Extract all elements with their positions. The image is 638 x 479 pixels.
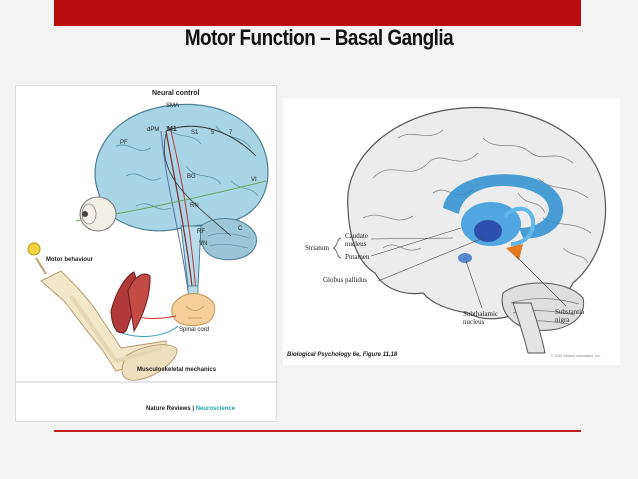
musculoskeletal-label: Musculoskeletal mechanics [137, 367, 217, 373]
neural-control-label: Neural control [152, 90, 200, 97]
basal-ganglia-illustration [332, 106, 607, 354]
neural-control-illustration [16, 103, 278, 383]
region-label-pf: PF [120, 140, 128, 146]
motor-behaviour-label: Motor behaviour [46, 257, 94, 263]
substantia-nigra-label-line1: Substantia [555, 308, 585, 316]
region-label-rn: RN [190, 203, 199, 209]
region-label-sma: SMA [166, 103, 180, 109]
putamen-label: Putamen [345, 253, 370, 261]
figure-caption: Biological Psychology 6e, Figure 11.18 [287, 352, 398, 358]
substantia-nigra-label-line2: nigra [555, 316, 570, 324]
globus-pallidus-label: Globus pallidus [323, 276, 368, 284]
credit-separator: | [190, 406, 196, 412]
basal-ganglia-figure: Caudate nucleus Striatum Putamen Globus … [283, 98, 620, 365]
neural-control-figure: Neural control SMA dPM M1 S1 5 7 PF BG R… [15, 85, 278, 422]
subthalamic-label-line2: nucleus [463, 318, 485, 326]
caudate-label-line1: Caudate [345, 232, 368, 240]
subthalamic-label-line1: Subthalamic [463, 310, 498, 318]
top-accent-bar [54, 0, 581, 26]
region-label-vi: VI [251, 177, 257, 183]
region-label-bg: BG [187, 174, 196, 180]
region-label-dpm: dPM [147, 127, 160, 133]
region-label-rf: RF [197, 229, 205, 235]
journal-credit: Nature Reviews | Neuroscience [146, 406, 235, 412]
journal-name: Nature Reviews [146, 406, 191, 412]
spinal-cord-label: Spinal cord [179, 327, 210, 333]
striatum-label: Striatum [305, 244, 330, 252]
region-label-5: 5 [211, 130, 215, 136]
region-label-m1: M1 [167, 126, 177, 133]
region-label-7: 7 [229, 130, 233, 136]
region-label-s1: S1 [191, 130, 199, 136]
bottom-accent-rule [54, 430, 581, 432]
caudate-label-line2: nucleus [345, 240, 367, 248]
figure-copyright: © 2010 Sinauer Associates, Inc. [551, 354, 601, 358]
journal-section: Neuroscience [195, 406, 236, 412]
slide-title: Motor Function – Basal Ganglia [184, 25, 454, 50]
region-label-vn: VN [199, 241, 208, 247]
region-label-c: C [238, 226, 243, 232]
